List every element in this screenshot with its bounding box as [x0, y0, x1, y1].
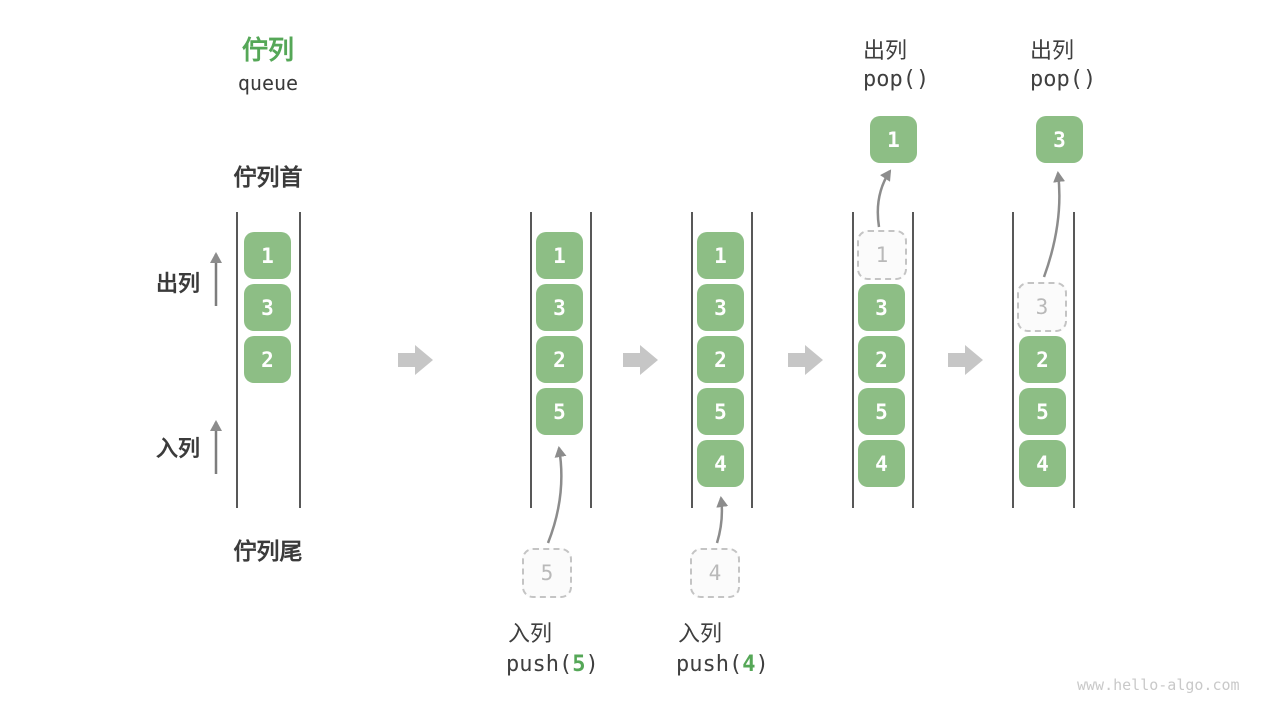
- staged-item: 5: [522, 548, 572, 598]
- state-transition-arrow: [398, 345, 433, 375]
- push-5-arrow: [546, 446, 567, 544]
- queue-wall: [590, 212, 592, 508]
- state-transition-arrow: [948, 345, 983, 375]
- queue-wall: [1073, 212, 1075, 508]
- state-transition-arrow: [788, 345, 823, 375]
- code-pop-2: pop(): [1030, 67, 1097, 92]
- state-transition-arrow: [623, 345, 658, 375]
- queue-item: 2: [244, 336, 291, 383]
- queue-item-ghost: 3: [1017, 282, 1067, 332]
- staged-item: 4: [690, 548, 740, 598]
- code-push-4-fn: push(: [676, 652, 743, 677]
- queue-item: 2: [697, 336, 744, 383]
- pop-1-arrow: [876, 169, 892, 228]
- queue-item: 4: [697, 440, 744, 487]
- label-push-op-4: 入列: [678, 621, 723, 646]
- label-queue-front: 佇列首: [233, 164, 303, 190]
- queue-wall: [236, 212, 238, 508]
- queue-item: 3: [697, 284, 744, 331]
- code-push-4: push(4): [676, 652, 769, 677]
- queue-item: 4: [1019, 440, 1066, 487]
- popped-item: 1: [870, 116, 917, 163]
- pop-3-arrow: [1042, 171, 1066, 278]
- queue-item: 4: [858, 440, 905, 487]
- watermark: www.hello-algo.com: [1077, 676, 1240, 694]
- code-push-5-arg: 5: [572, 652, 586, 677]
- queue-item: 2: [1019, 336, 1066, 383]
- queue-item: 5: [858, 388, 905, 435]
- queue-item: 5: [697, 388, 744, 435]
- queue-wall: [912, 212, 914, 508]
- queue-wall: [691, 212, 693, 508]
- label-push-op-5: 入列: [508, 621, 553, 646]
- queue-item: 2: [858, 336, 905, 383]
- popped-item: 3: [1036, 116, 1083, 163]
- code-push-4-close: ): [755, 652, 769, 677]
- queue-item: 2: [536, 336, 583, 383]
- queue-item: 3: [244, 284, 291, 331]
- code-push-4-arg: 4: [742, 652, 756, 677]
- queue-wall: [299, 212, 301, 508]
- queue-wall: [530, 212, 532, 508]
- label-pop-op-2: 出列: [1030, 38, 1075, 63]
- code-push-5-close: ): [585, 652, 599, 677]
- code-pop-1: pop(): [863, 67, 930, 92]
- queue-wall: [852, 212, 854, 508]
- queue-item: 1: [536, 232, 583, 279]
- diagram-title-zh: 佇列: [241, 35, 294, 65]
- queue-item-ghost: 1: [857, 230, 907, 280]
- queue-item: 3: [858, 284, 905, 331]
- push-4-arrow: [715, 496, 729, 544]
- code-push-5-fn: push(: [506, 652, 573, 677]
- diagram-title-en: queue: [237, 71, 299, 95]
- label-dequeue: 出列: [155, 271, 200, 296]
- code-push-5: push(5): [506, 652, 599, 677]
- queue-item: 5: [1019, 388, 1066, 435]
- label-queue-rear: 佇列尾: [233, 538, 303, 564]
- queue-item: 5: [536, 388, 583, 435]
- label-pop-op-1: 出列: [863, 38, 908, 63]
- queue-item: 3: [536, 284, 583, 331]
- queue-item: 1: [697, 232, 744, 279]
- queue-item: 1: [244, 232, 291, 279]
- queue-wall: [1012, 212, 1014, 508]
- queue-wall: [751, 212, 753, 508]
- label-enqueue: 入列: [155, 436, 200, 461]
